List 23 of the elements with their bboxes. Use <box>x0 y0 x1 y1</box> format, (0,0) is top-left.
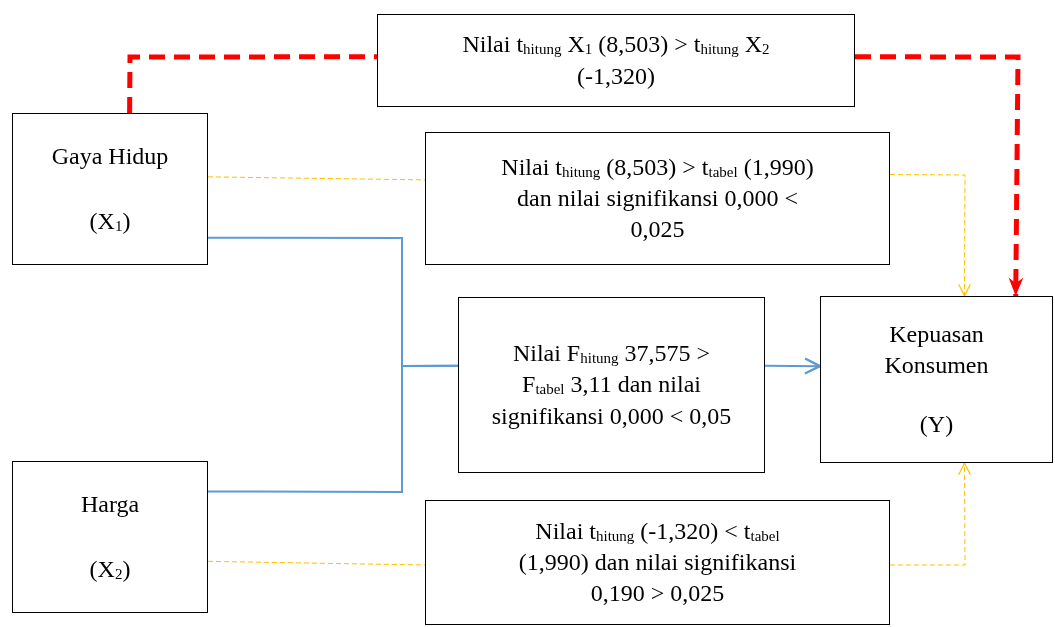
test-result-text: Nilai F$_{hitung}$ 37,575 > F$_{tabel}$ 3,11 dan nilai signifikansi 0,000 < 0,05 <box>491 339 732 431</box>
result-box <box>425 132 890 265</box>
result-box <box>458 297 765 473</box>
variable-name: Kepuasan Konsumen <box>883 319 990 381</box>
variable-box <box>12 461 208 613</box>
result-box <box>377 14 855 107</box>
test-result-text: Nilai t$_{hitung}$ X$_{1}$ (8,503) > t$_{hitung}$ X$_{2}$ (-1,320) <box>461 30 771 91</box>
variable-symbol: (Y) <box>919 409 954 439</box>
variable-name: Harga <box>80 489 140 519</box>
variable-symbol: (X$_{2}$) <box>89 554 131 584</box>
arrow <box>889 174 971 297</box>
result-box <box>425 500 890 625</box>
variable-name: Gaya Hidup <box>51 141 169 171</box>
variable-box <box>12 113 208 265</box>
arrow <box>855 54 1024 297</box>
variable-symbol: (X$_{1}$) <box>89 206 131 236</box>
connector-line <box>207 364 459 493</box>
arrow <box>889 462 971 566</box>
arrow <box>764 357 822 375</box>
variable-box <box>820 296 1053 463</box>
connector-line <box>127 54 377 113</box>
test-result-text: Nilai t$_{hitung}$ (8,503) > t$_{tabel}$ (1,990) dan nilai signifikansi 0,000 < 0,025 <box>500 152 815 245</box>
test-result-text: Nilai t$_{hitung}$ (-1,320) < t$_{tabel}$ (1,990) dan nilai signifikansi 0,190 > 0,025 <box>517 516 798 609</box>
